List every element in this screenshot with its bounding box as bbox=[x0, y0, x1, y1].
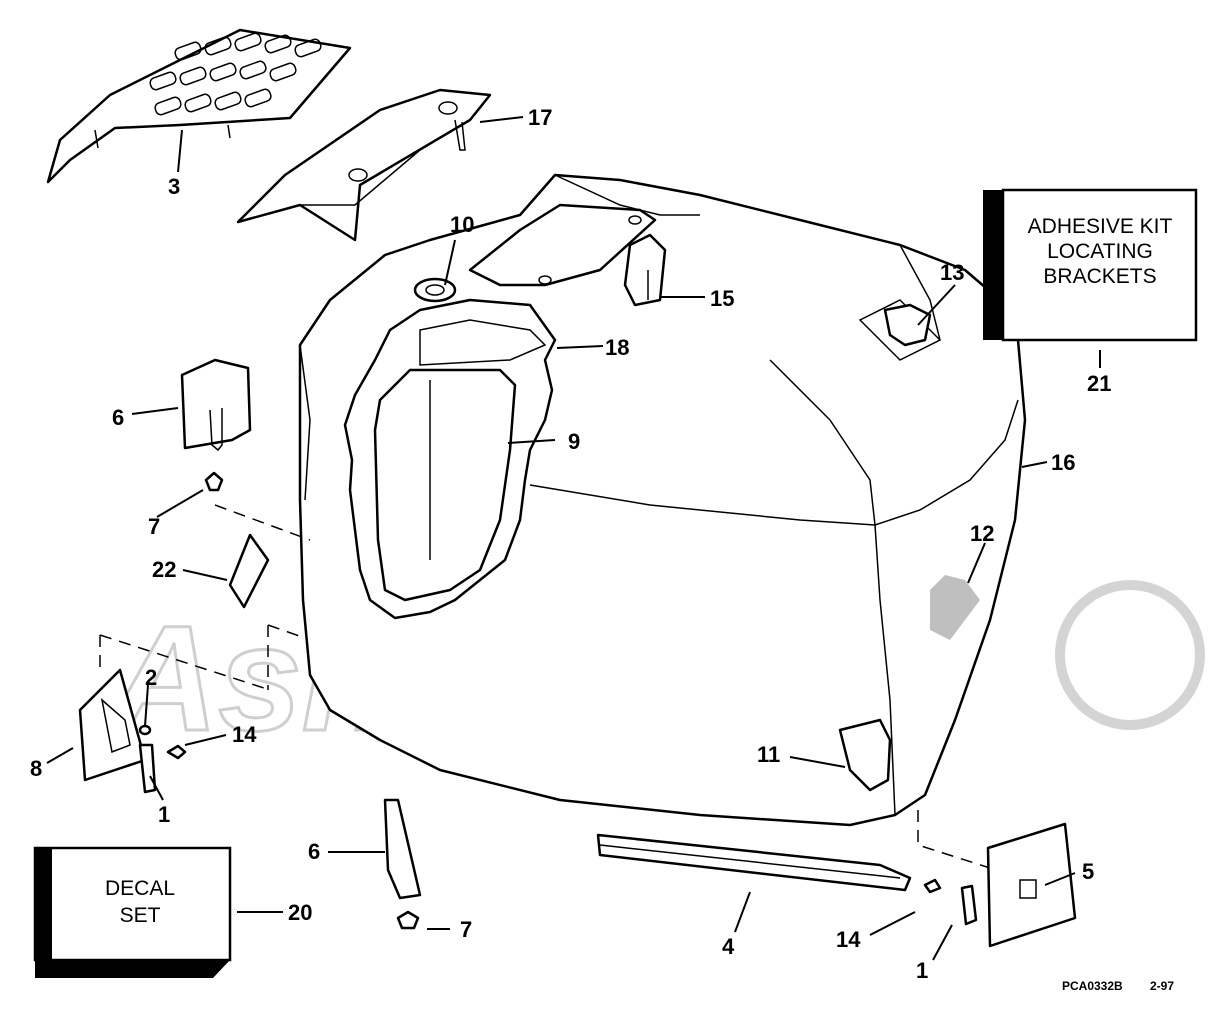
decal-line1: DECAL bbox=[105, 877, 175, 900]
decal-set-box: DECAL SET bbox=[33, 846, 232, 978]
label-5: 5 bbox=[1082, 859, 1094, 884]
part-22-pad bbox=[228, 533, 270, 609]
label-17: 17 bbox=[528, 105, 552, 130]
parts-14-1-right bbox=[923, 878, 978, 926]
label-20: 20 bbox=[288, 900, 312, 925]
label-16: 16 bbox=[1051, 450, 1075, 475]
part-4-trim-strip bbox=[596, 833, 912, 892]
label-11: 11 bbox=[757, 742, 780, 767]
label-22: 22 bbox=[152, 557, 176, 582]
label-3: 3 bbox=[168, 174, 180, 199]
label-12: 12 bbox=[970, 521, 994, 546]
adhesive-kit-line3: BRACKETS bbox=[1043, 265, 1156, 288]
part-6-bracket-lower bbox=[383, 798, 422, 900]
label-8: 8 bbox=[30, 756, 42, 781]
label-18: 18 bbox=[605, 335, 629, 360]
label-21: 21 bbox=[1087, 371, 1111, 396]
label-10: 10 bbox=[450, 212, 474, 237]
label-4: 4 bbox=[722, 934, 735, 959]
part-7-grommet-upper bbox=[204, 471, 224, 492]
part-17-cover-panel bbox=[236, 88, 492, 242]
adhesive-kit-line1: ADHESIVE KIT bbox=[1028, 215, 1173, 238]
part-3-top-grille bbox=[46, 28, 352, 184]
part-number-labels: 3 17 10 15 13 18 9 6 7 22 16 12 21 11 2 … bbox=[30, 105, 1111, 983]
adhesive-kit-line2: LOCATING bbox=[1047, 240, 1153, 263]
part-7-grommet-lower bbox=[396, 910, 420, 930]
leader-lines bbox=[46, 116, 1101, 961]
label-14-left: 14 bbox=[232, 722, 257, 747]
adhesive-kit-box: ADHESIVE KIT LOCATING BRACKETS bbox=[983, 188, 1198, 342]
label-6-upper: 6 bbox=[112, 405, 124, 430]
label-2: 2 bbox=[145, 665, 157, 690]
part-16-engine-cowling bbox=[298, 173, 1027, 827]
label-1-right: 1 bbox=[916, 958, 928, 983]
label-1-left: 1 bbox=[158, 802, 170, 827]
part-5-side-panel bbox=[986, 822, 1077, 948]
reference-code: PCA0332B 2-97 bbox=[1062, 979, 1174, 993]
label-15: 15 bbox=[710, 286, 734, 311]
watermark-wheel bbox=[1055, 580, 1205, 730]
decal-line2: SET bbox=[120, 904, 161, 927]
label-9: 9 bbox=[568, 429, 580, 454]
part-6-bracket-upper bbox=[180, 358, 252, 452]
assembly-dashed-lines bbox=[99, 504, 991, 869]
label-14-right: 14 bbox=[836, 927, 861, 952]
reference-date-text: 2-97 bbox=[1150, 979, 1174, 993]
label-7-lower: 7 bbox=[460, 917, 472, 942]
label-7-upper: 7 bbox=[148, 514, 160, 539]
label-13: 13 bbox=[940, 260, 964, 285]
label-6-lower: 6 bbox=[308, 839, 320, 864]
reference-code-text: PCA0332B bbox=[1062, 979, 1123, 993]
